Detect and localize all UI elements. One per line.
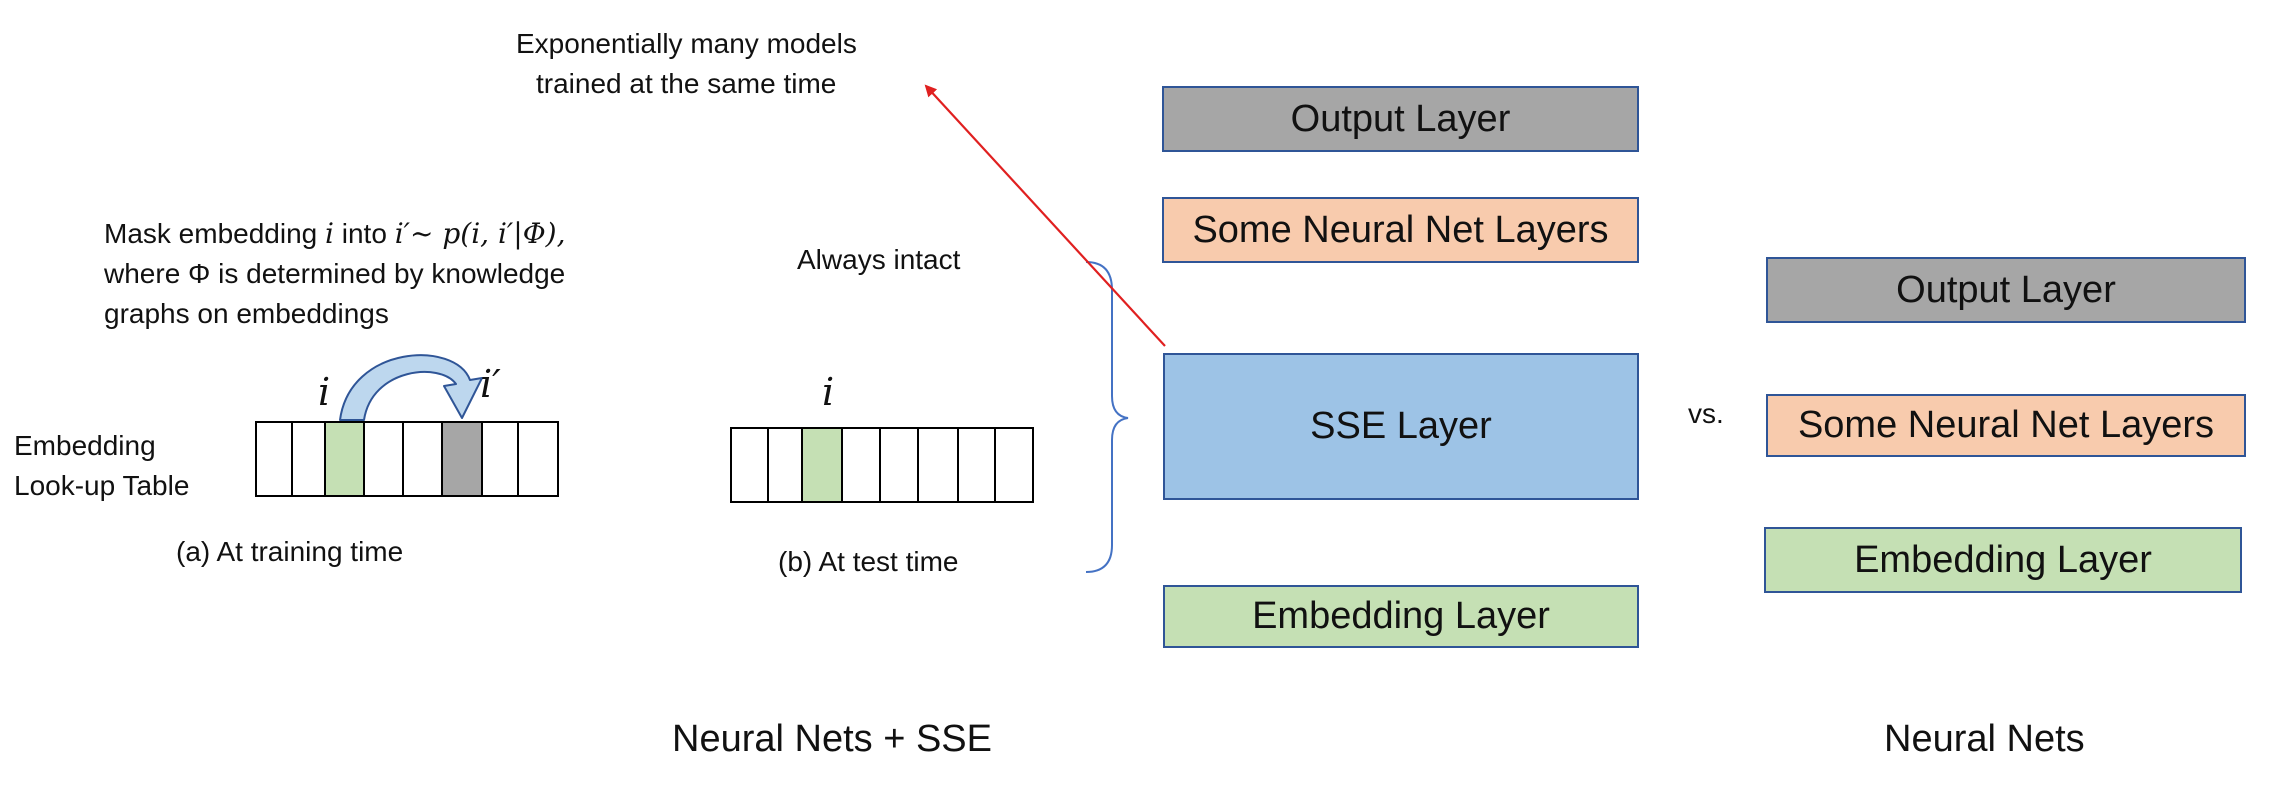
mask-description-line1: Mask embedding i into i′~ p(i, i′|Φ), — [104, 214, 566, 254]
selected-cell-test — [802, 429, 842, 501]
mask-line1-mid: into — [333, 218, 395, 249]
training-embedding-table — [255, 421, 559, 497]
left-output-layer: Output Layer — [1162, 86, 1639, 152]
caption-neural-nets-sse: Neural Nets + SSE — [672, 718, 992, 760]
embedding-table-label-line1: Embedding — [14, 430, 156, 461]
exponential-models-line1: Exponentially many models — [516, 28, 857, 59]
mask-line1-var: i — [325, 217, 334, 250]
always-intact-label: Always intact — [797, 244, 961, 275]
exponential-models-line2: trained at the same time — [536, 68, 837, 99]
mask-line1-formula: i′~ p(i, i′|Φ), — [394, 217, 566, 250]
right-neural-net-layers: Some Neural Net Layers — [1766, 394, 2246, 457]
left-neural-net-layers: Some Neural Net Layers — [1162, 197, 1639, 263]
caption-test: (b) At test time — [778, 546, 959, 577]
mask-line1-pre: Mask embedding — [104, 218, 326, 249]
exponential-arrow — [924, 84, 1166, 347]
right-embedding-layer: Embedding Layer — [1764, 527, 2242, 593]
masked-cell — [442, 423, 482, 495]
mask-description-line3: graphs on embeddings — [104, 298, 389, 329]
mask-description-line2: where Φ is determined by knowledge — [104, 258, 566, 289]
caption-training: (a) At training time — [176, 536, 404, 567]
embedding-table-label-line2: Look-up Table — [14, 470, 190, 501]
sse-layer: SSE Layer — [1163, 353, 1639, 500]
var-i-test: i — [822, 370, 835, 414]
caption-neural-nets: Neural Nets — [1884, 718, 2085, 760]
curly-bracket — [1085, 261, 1129, 573]
var-i-train: i — [318, 370, 331, 414]
test-embedding-table — [730, 427, 1034, 503]
selected-cell — [325, 423, 364, 495]
left-embedding-layer: Embedding Layer — [1163, 585, 1639, 648]
vs-label: vs. — [1688, 398, 1724, 429]
right-output-layer: Output Layer — [1766, 257, 2246, 323]
curved-mask-arrow — [339, 354, 483, 421]
var-i-prime: i′ — [480, 362, 501, 406]
